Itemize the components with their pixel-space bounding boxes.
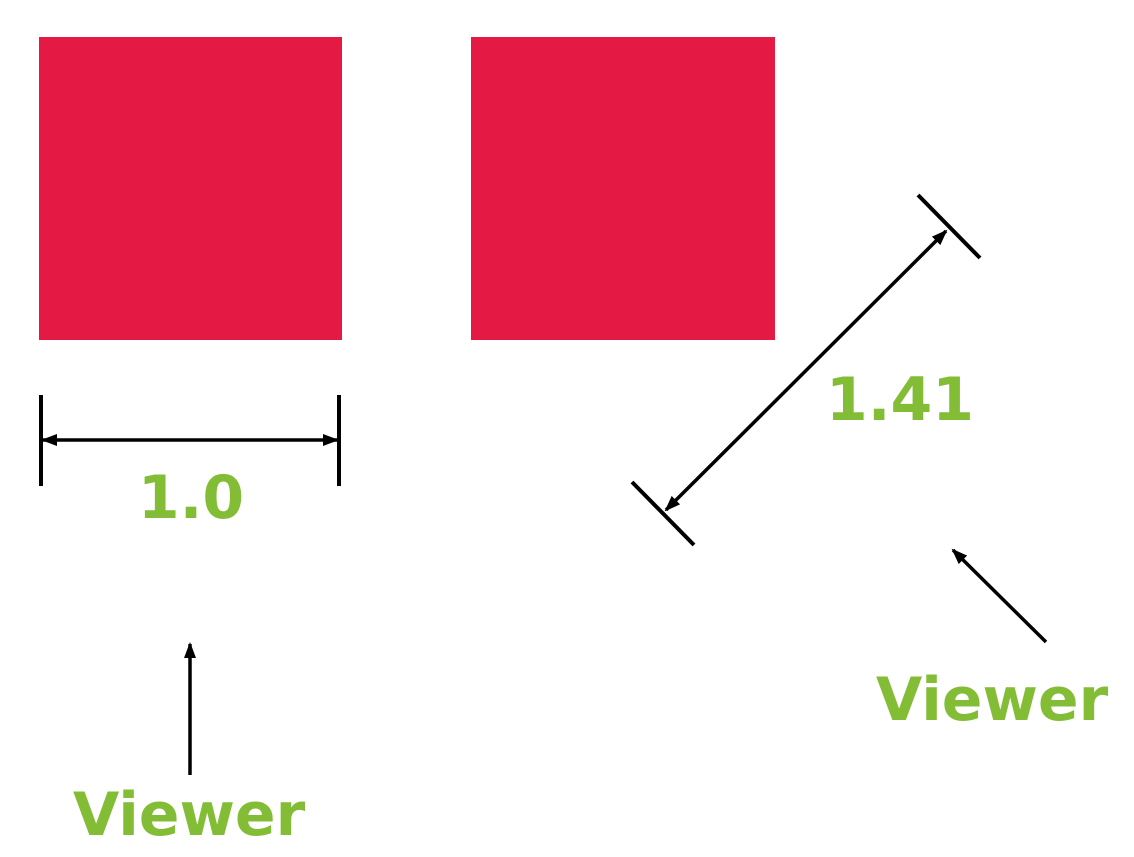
right-dimension-arrow [664,229,948,512]
right-diagonal-dimension [630,193,982,547]
left-square [39,37,342,340]
right-dimension-tick-top [916,193,982,260]
right-viewer-label: Viewer [876,665,1109,735]
right-square [471,37,775,340]
left-measurement-label: 1.0 [138,463,244,533]
left-width-dimension [39,395,341,486]
right-dimension-tick-bottom [630,480,696,547]
right-view: 1.41 Viewer [471,37,1109,735]
left-view: 1.0 Viewer [39,37,342,850]
right-viewer-arrow [951,548,1048,644]
left-viewer-label: Viewer [73,780,306,850]
right-measurement-label: 1.41 [826,365,974,435]
